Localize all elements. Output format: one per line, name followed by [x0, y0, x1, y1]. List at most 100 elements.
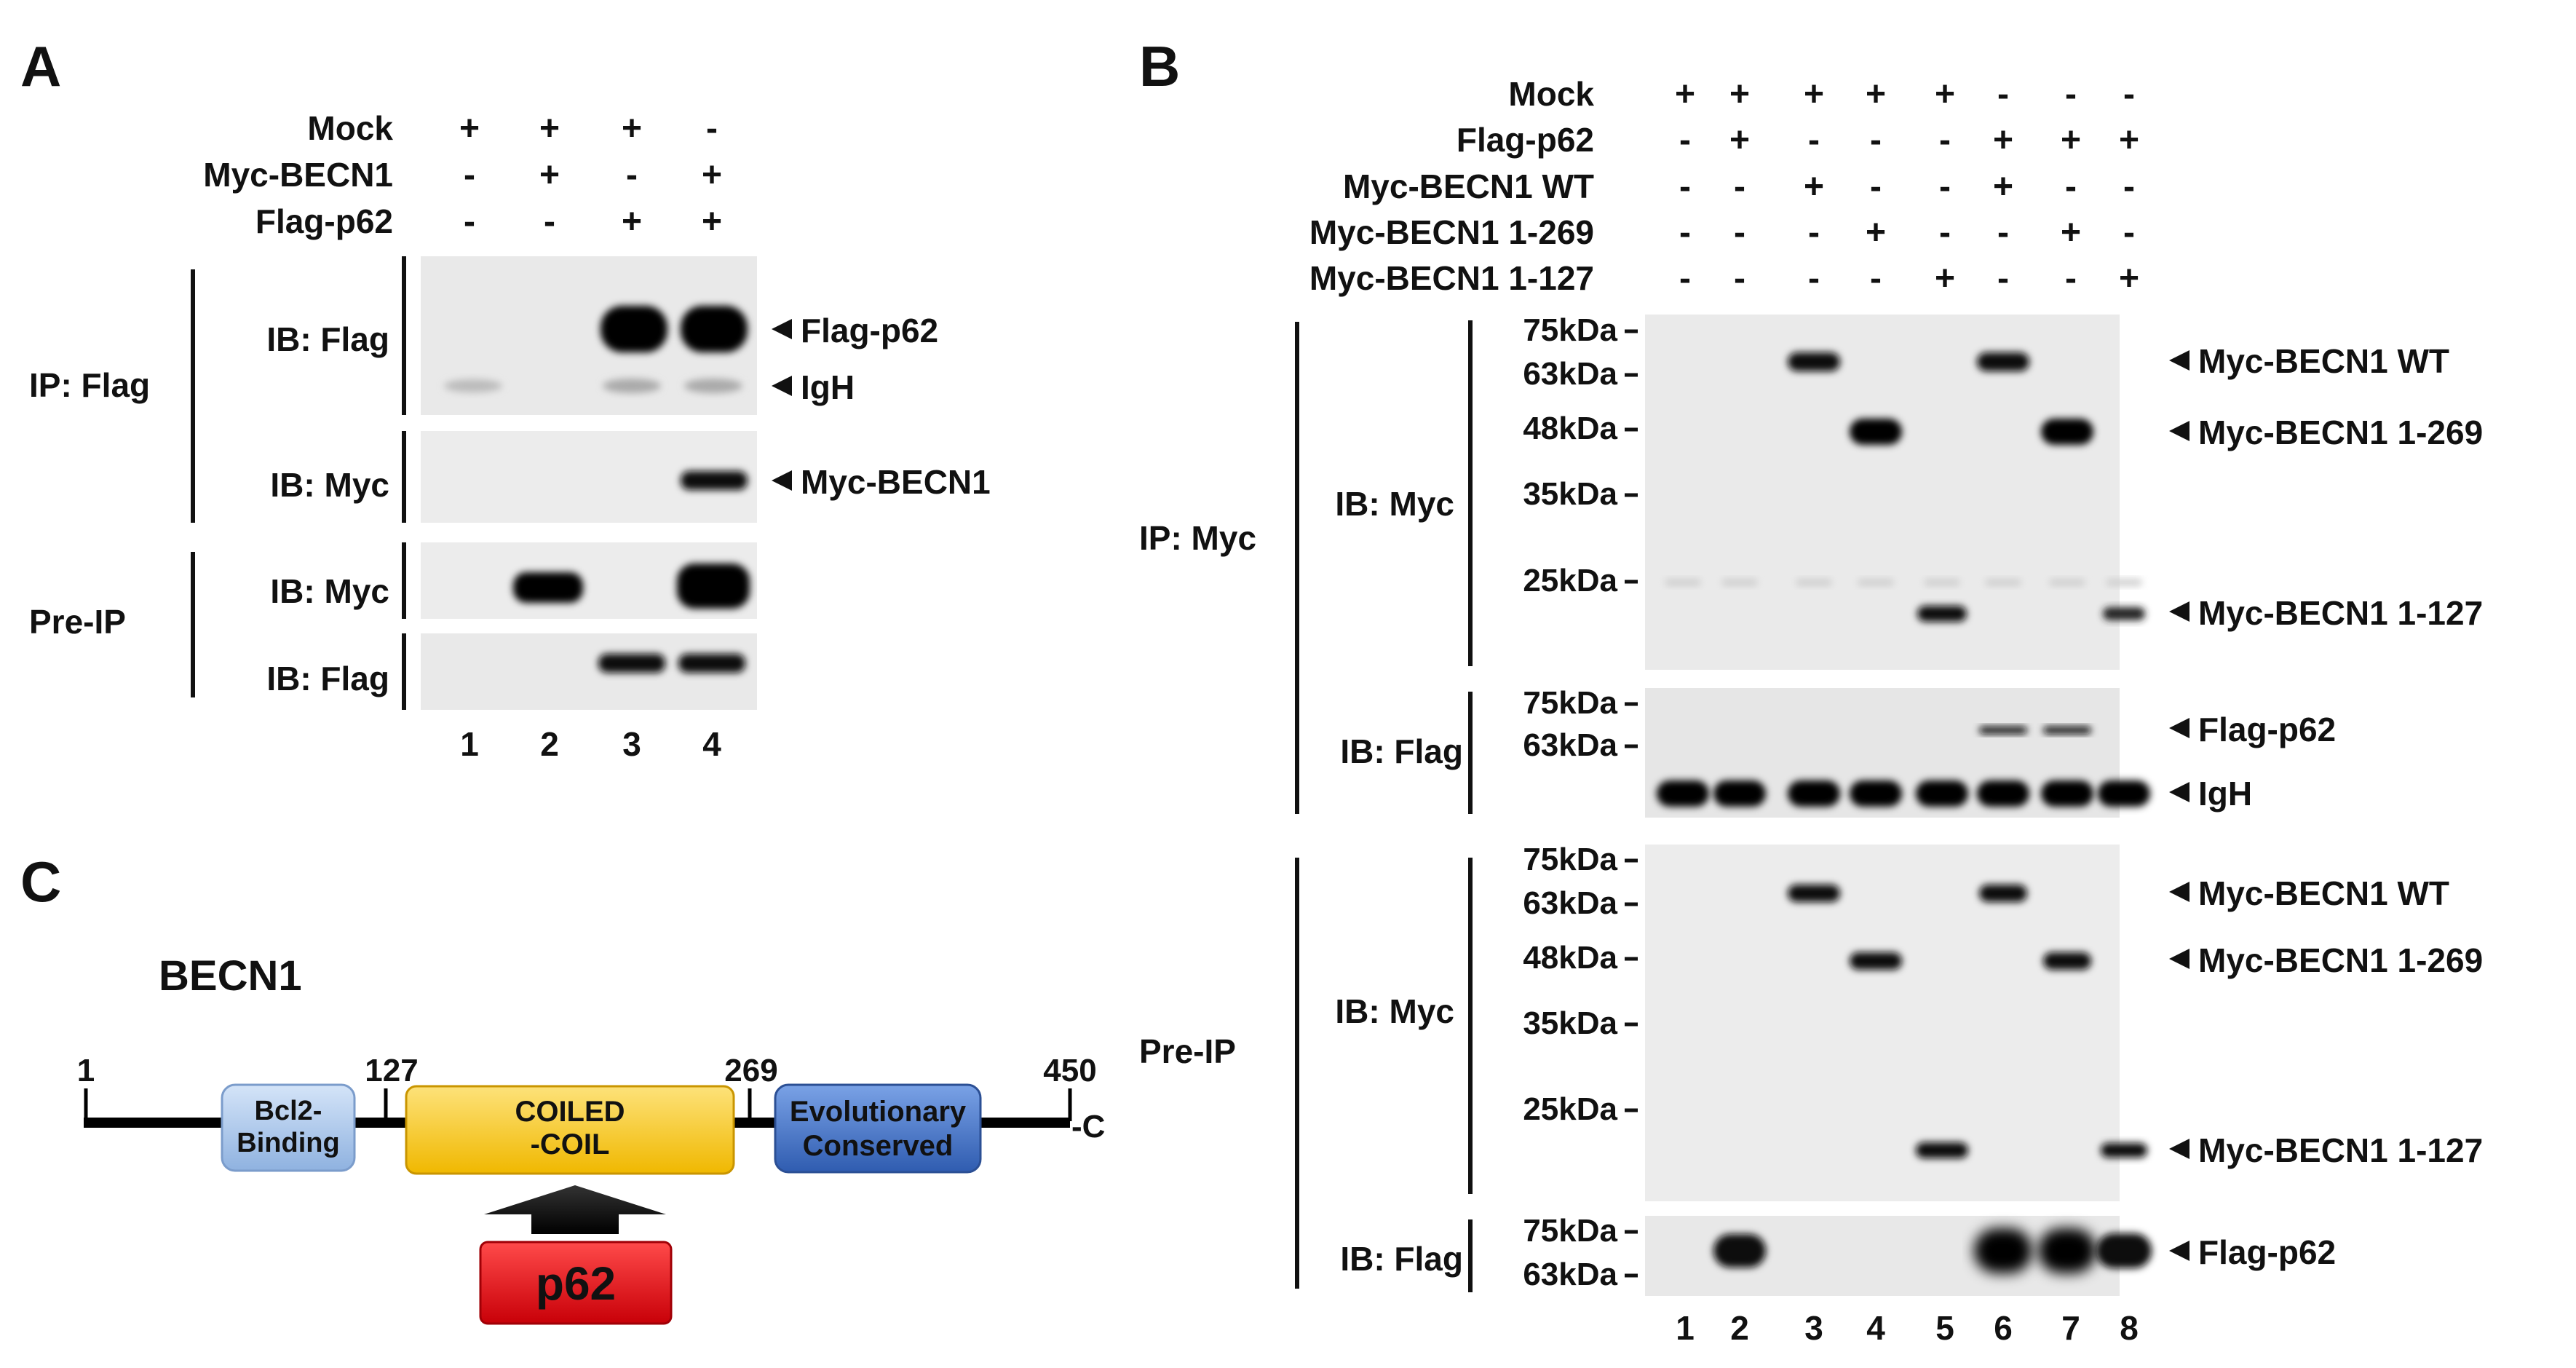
svg-text:Flag-p62: Flag-p62: [2198, 711, 2336, 748]
panel-a-letter: A: [20, 34, 61, 98]
condition-sign: -: [464, 156, 475, 194]
condition-sign: -: [1679, 167, 1691, 206]
marker-labels-ip-flag: 75kDa 63kDa: [1523, 685, 1638, 763]
band-arrow: IgH: [2169, 775, 2252, 813]
condition-sign: -: [1679, 121, 1691, 159]
band-arrow: Myc-BECN1 1-269: [2169, 414, 2483, 451]
condition-sign: +: [1866, 213, 1886, 252]
svg-text:75kDa: 75kDa: [1523, 1213, 1617, 1249]
condition-sign: -: [1679, 259, 1691, 298]
position-label: 269: [724, 1053, 777, 1088]
condition-sign: -: [1939, 213, 1951, 252]
condition-sign: +: [1729, 121, 1750, 159]
band-arrow: Myc-BECN1 1-127: [2169, 594, 2483, 632]
panel-c-letter: C: [20, 850, 61, 914]
panel-c: C BECN1 1 127 269 450 -C Bcl2- Binding C…: [20, 850, 1105, 1325]
marker-labels-pre-myc: 75kDa 63kDa 48kDa 35kDa 25kDa: [1523, 842, 1638, 1127]
domain-coiled-coil: COILED -COIL: [405, 1085, 735, 1175]
band-arrow: IgH: [772, 368, 855, 406]
svg-text:-COIL: -COIL: [531, 1128, 610, 1161]
arrow-icon: [2169, 350, 2189, 371]
svg-text:Flag-p62: Flag-p62: [801, 312, 938, 349]
condition-sign: -: [1808, 213, 1820, 252]
arrow-icon: [2169, 421, 2189, 441]
blot-band: [1977, 780, 2029, 807]
panel-a: A Mock Myc-BECN1 Flag-p62 +++--+-+--++ I…: [20, 34, 991, 763]
blot-band: [1977, 352, 2029, 371]
arrow-icon: [2169, 949, 2189, 969]
blot-pre-ip-ib-myc: [1645, 845, 2120, 1201]
condition-sign: +: [622, 202, 642, 241]
blot-band: [2049, 579, 2085, 586]
ib-label: IB: Flag: [266, 660, 389, 697]
condition-sign: +: [2061, 213, 2081, 252]
lane-number: 3: [622, 725, 641, 763]
band-arrow: Flag-p62: [2169, 711, 2336, 748]
svg-text:Myc-BECN1 1-127: Myc-BECN1 1-127: [2198, 594, 2483, 632]
lane-number: 2: [1730, 1309, 1749, 1347]
svg-text:p62: p62: [536, 1257, 616, 1310]
blot-band: [2041, 780, 2093, 807]
group-label-ip-myc: IP: Myc: [1139, 519, 1256, 557]
condition-sign: +: [1866, 75, 1886, 114]
blot-ip-flag-ib-myc: [421, 431, 757, 523]
condition-sign: +: [2119, 259, 2139, 298]
svg-text:Myc-BECN1: Myc-BECN1: [801, 463, 991, 501]
marker-labels-pre-flag: 75kDa 63kDa: [1523, 1213, 1638, 1292]
blot-band: [1788, 885, 1840, 902]
blot-band: [2098, 780, 2150, 807]
ib-label: IB: Flag: [266, 320, 389, 358]
blot-band: [1850, 419, 1902, 445]
lane-number: 3: [1804, 1309, 1823, 1347]
blot-band: [1713, 780, 1766, 807]
blot-band: [1916, 1142, 1968, 1158]
band-arrow: Myc-BECN1 1-127: [2169, 1131, 2483, 1169]
svg-text:35kDa: 35kDa: [1523, 1005, 1617, 1041]
condition-sign: -: [2123, 213, 2135, 252]
ib-label: IB: Myc: [270, 466, 389, 504]
condition-sign: +: [2061, 121, 2081, 159]
condition-sign: -: [1679, 213, 1691, 252]
condition-sign: +: [1993, 167, 2013, 206]
condition-sign: +: [1675, 75, 1695, 114]
condition-sign: -: [1808, 259, 1820, 298]
blot-band: [1721, 579, 1758, 586]
blot-band: [1985, 579, 2021, 586]
blot-band: [1974, 1228, 2032, 1273]
condition-sign: +: [702, 156, 722, 194]
group-label-ip-flag: IP: Flag: [29, 366, 150, 404]
blot-band: [1713, 1234, 1766, 1268]
arrow-icon: [2169, 882, 2189, 902]
binder-p62: p62: [479, 1241, 673, 1325]
svg-text:Conserved: Conserved: [803, 1130, 954, 1162]
condition-sign: +: [459, 109, 480, 148]
domain-bcl2-binding: Bcl2- Binding: [221, 1083, 356, 1172]
condition-sign: +: [539, 109, 560, 148]
condition-label: Myc-BECN1 1-127: [1309, 259, 1594, 297]
svg-text:Bcl2-: Bcl2-: [255, 1096, 322, 1126]
blot-band: [1924, 579, 1960, 586]
condition-sign: +: [2119, 121, 2139, 159]
ib-label: IB: Myc: [1335, 485, 1454, 523]
blot-band: [2041, 419, 2093, 445]
lane-number: 5: [1935, 1309, 1954, 1347]
group-label-pre-ip: Pre-IP: [1139, 1032, 1236, 1070]
condition-label: Flag-p62: [255, 202, 393, 240]
band-arrow: Flag-p62: [772, 312, 938, 349]
lane-number: 1: [1676, 1309, 1695, 1347]
lane-number: 7: [2061, 1309, 2080, 1347]
band-arrow: Myc-BECN1 1-269: [2169, 941, 2483, 979]
svg-text:IgH: IgH: [801, 368, 855, 406]
svg-text:Myc-BECN1 WT: Myc-BECN1 WT: [2198, 874, 2449, 912]
up-arrow-icon: [484, 1185, 666, 1234]
condition-sign: +: [1935, 75, 1955, 114]
lane-number: 1: [460, 725, 479, 763]
blot-band: [1657, 780, 1709, 807]
svg-text:75kDa: 75kDa: [1523, 312, 1617, 348]
svg-text:Myc-BECN1 1-269: Myc-BECN1 1-269: [2198, 941, 2483, 979]
panel-b-bands: [1657, 352, 2152, 1273]
condition-label: Mock: [307, 109, 393, 147]
band-arrow: Myc-BECN1 WT: [2169, 874, 2449, 912]
